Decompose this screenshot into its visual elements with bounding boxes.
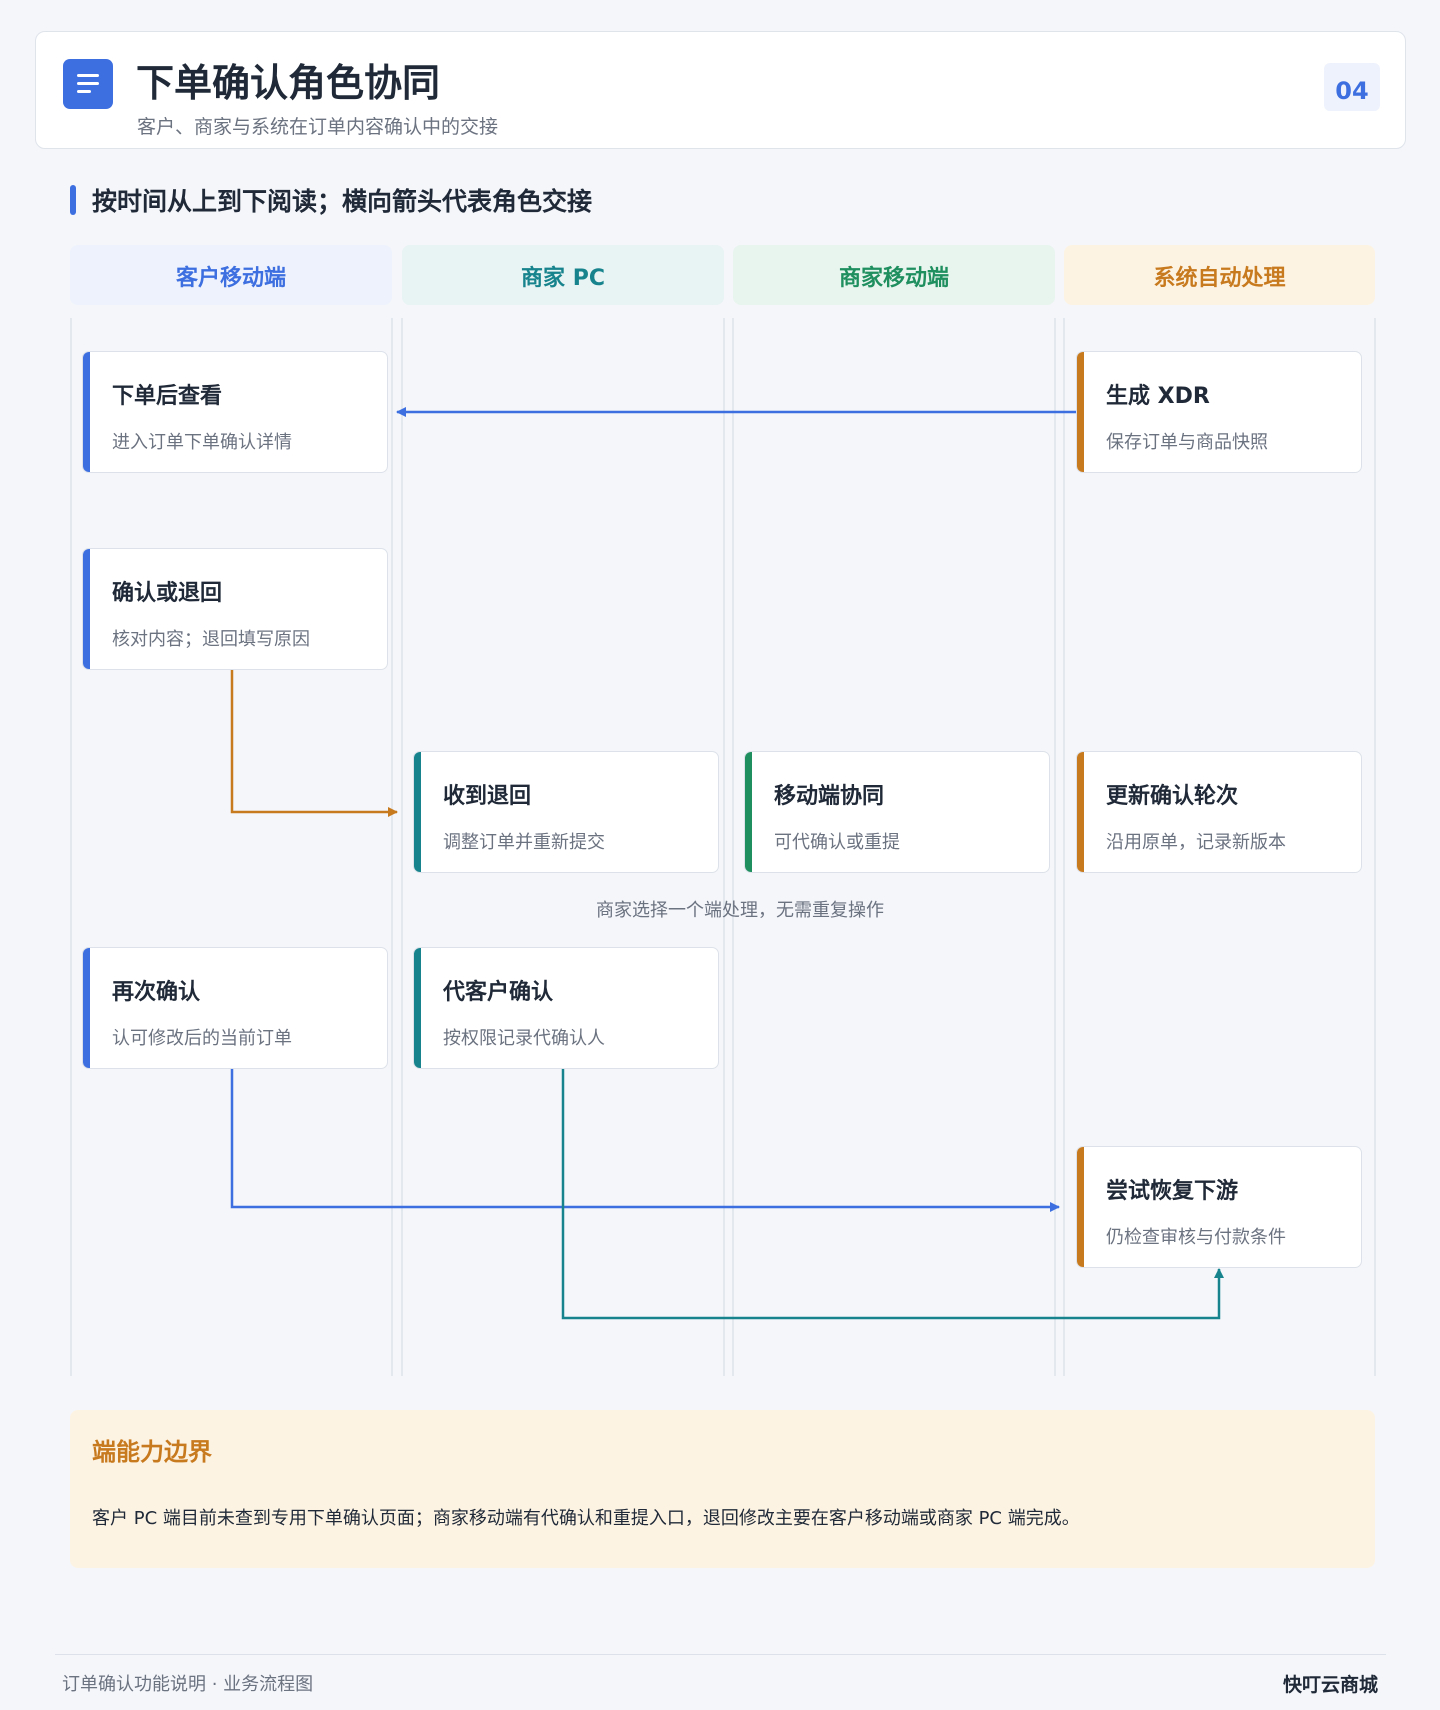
step-title: 更新确认轮次 bbox=[1106, 784, 1239, 809]
lane-header-merchant-mobile: 商家移动端 bbox=[733, 245, 1055, 305]
page-subtitle: 客户、商家与系统在订单内容确认中的交接 bbox=[137, 116, 499, 138]
footer-brand: 快叮云商城 bbox=[1282, 1674, 1378, 1696]
step-desc: 保存订单与商品快照 bbox=[1106, 432, 1268, 453]
step-card-resume-downstream: 尝试恢复下游 仍检查审核与付款条件 bbox=[1076, 1146, 1362, 1268]
step-title: 下单后查看 bbox=[112, 384, 223, 409]
page-number-badge: 04 bbox=[1324, 63, 1380, 111]
step-card-proxy-confirm: 代客户确认 按权限记录代确认人 bbox=[413, 947, 719, 1069]
merchant-choice-note: 商家选择一个端处理，无需重复操作 bbox=[596, 900, 884, 921]
hint-text: 按时间从上到下阅读；横向箭头代表角色交接 bbox=[92, 187, 593, 216]
header-card: 下单确认角色协同 客户、商家与系统在订单内容确认中的交接 04 bbox=[35, 31, 1406, 149]
lane-divider bbox=[1054, 318, 1056, 1376]
step-title: 移动端协同 bbox=[774, 784, 885, 809]
step-desc: 认可修改后的当前订单 bbox=[112, 1028, 292, 1049]
step-desc: 仍检查审核与付款条件 bbox=[1106, 1227, 1286, 1248]
step-desc: 按权限记录代确认人 bbox=[443, 1028, 605, 1049]
document-list-icon bbox=[63, 59, 113, 109]
step-title: 生成 XDR bbox=[1106, 384, 1210, 409]
arrow-reconfirm-to-system bbox=[230, 1068, 1060, 1212]
step-card-confirm-or-return: 确认或退回 核对内容；退回填写原因 bbox=[82, 548, 388, 670]
lane-header-system: 系统自动处理 bbox=[1064, 245, 1375, 305]
step-desc: 沿用原单，记录新版本 bbox=[1106, 832, 1286, 853]
capability-boundary-panel: 端能力边界 客户 PC 端目前未查到专用下单确认页面；商家移动端有代确认和重提入… bbox=[70, 1410, 1375, 1568]
step-desc: 核对内容；退回填写原因 bbox=[112, 629, 310, 650]
step-card-update-round: 更新确认轮次 沿用原单，记录新版本 bbox=[1076, 751, 1362, 873]
lane-header-merchant-pc: 商家 PC bbox=[402, 245, 724, 305]
step-desc: 调整订单并重新提交 bbox=[443, 832, 605, 853]
step-desc: 进入订单下单确认详情 bbox=[112, 432, 292, 453]
step-title: 尝试恢复下游 bbox=[1106, 1179, 1239, 1204]
capability-title: 端能力边界 bbox=[92, 1438, 212, 1466]
lane-divider bbox=[1063, 318, 1065, 1376]
lane-divider bbox=[732, 318, 734, 1376]
step-card-generate-xdr: 生成 XDR 保存订单与商品快照 bbox=[1076, 351, 1362, 473]
page-title: 下单确认角色协同 bbox=[136, 61, 441, 105]
lane-divider bbox=[1374, 318, 1376, 1376]
step-card-mobile-collab: 移动端协同 可代确认或重提 bbox=[744, 751, 1050, 873]
footer-divider bbox=[55, 1654, 1386, 1655]
footer-caption: 订单确认功能说明 · 业务流程图 bbox=[62, 1674, 314, 1695]
step-title: 确认或退回 bbox=[112, 581, 223, 606]
step-card-after-order: 下单后查看 进入订单下单确认详情 bbox=[82, 351, 388, 473]
lane-divider bbox=[391, 318, 393, 1376]
step-card-received-return: 收到退回 调整订单并重新提交 bbox=[413, 751, 719, 873]
lane-divider bbox=[723, 318, 725, 1376]
lane-header-customer-mobile: 客户移动端 bbox=[70, 245, 392, 305]
hint-accent-bar bbox=[70, 185, 76, 215]
capability-text: 客户 PC 端目前未查到专用下单确认页面；商家移动端有代确认和重提入口，退回修改… bbox=[92, 1508, 1080, 1529]
lane-divider bbox=[70, 318, 72, 1376]
arrow-return-to-merchant bbox=[230, 670, 398, 817]
step-title: 再次确认 bbox=[112, 980, 201, 1005]
step-card-reconfirm: 再次确认 认可修改后的当前订单 bbox=[82, 947, 388, 1069]
lane-divider bbox=[401, 318, 403, 1376]
step-title: 收到退回 bbox=[443, 784, 532, 809]
step-desc: 可代确认或重提 bbox=[774, 832, 900, 853]
reading-hint: 按时间从上到下阅读；横向箭头代表角色交接 bbox=[70, 184, 592, 216]
step-title: 代客户确认 bbox=[443, 980, 554, 1005]
